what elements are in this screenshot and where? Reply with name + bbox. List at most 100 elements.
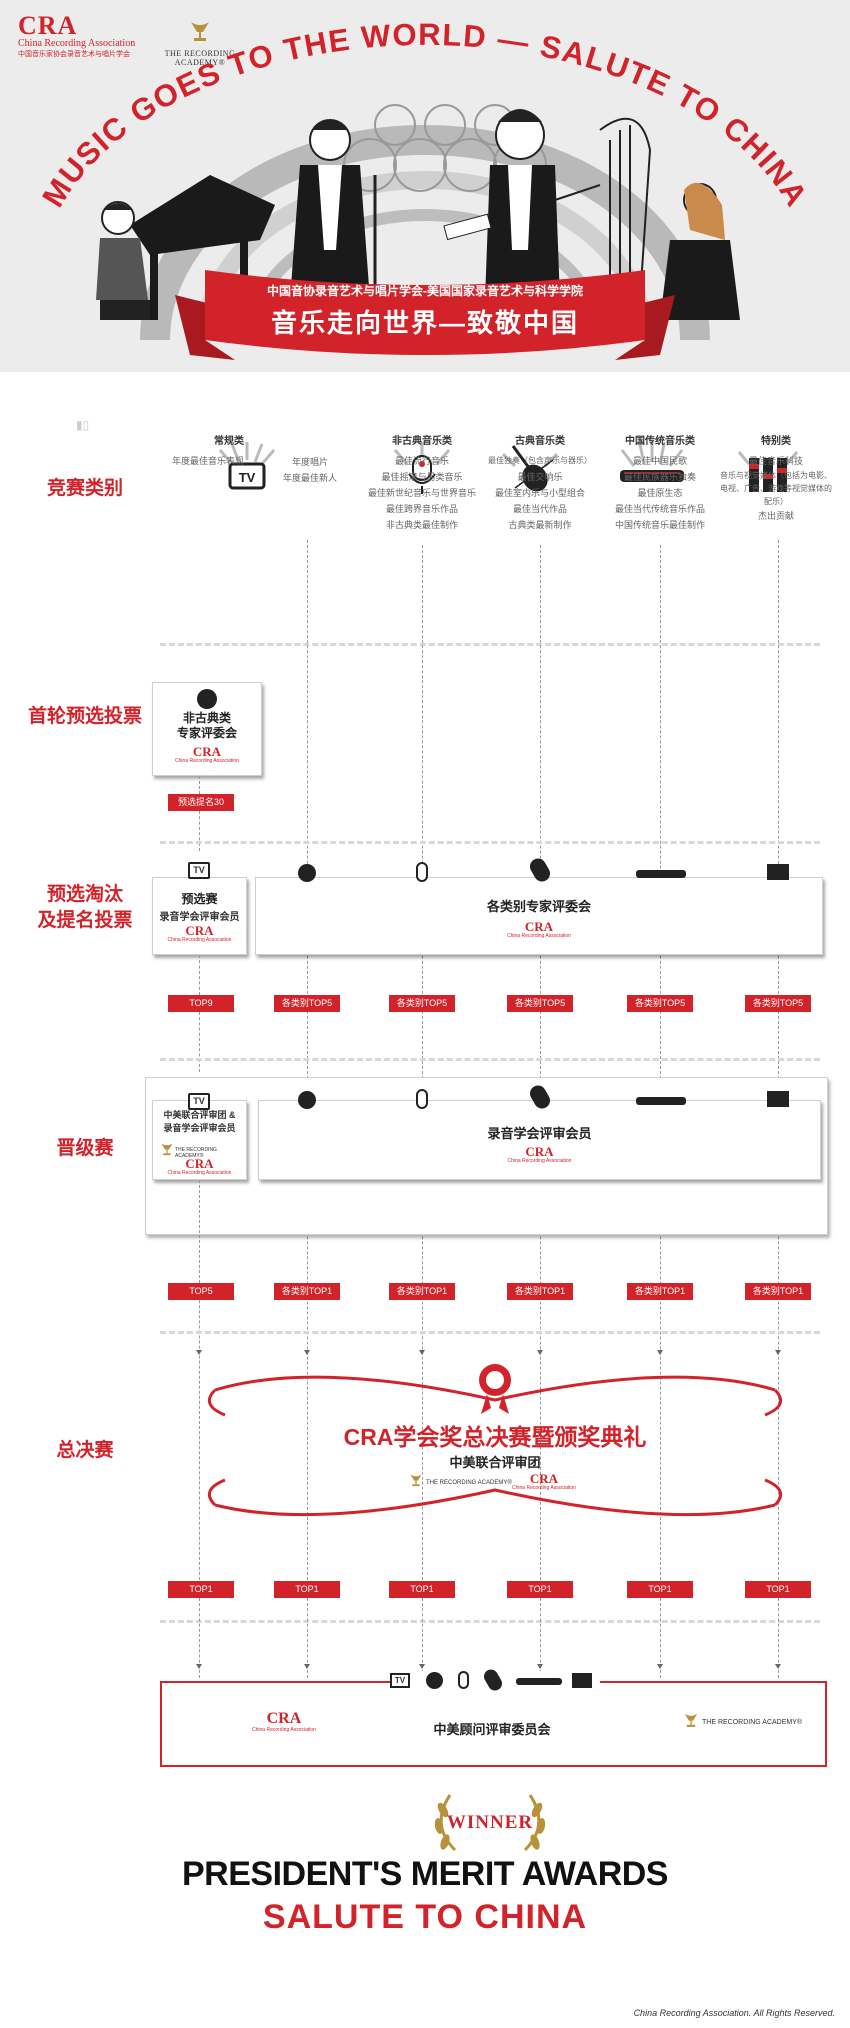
cra-logo-chinese: 中国音乐家协会录音艺术与唱片学会 [18,51,130,58]
tag-final: TOP1 [389,1581,455,1598]
vinyl-icon [298,864,316,882]
tag-elimination: TOP9 [168,995,234,1012]
connector-line [540,1598,541,1678]
cra-mini-abbr: CRA [185,923,214,938]
tag-elimination: 各类别TOP5 [274,995,340,1012]
microphone-icon [458,1671,469,1689]
cra-mini-logo: CRA China Recording Association [153,924,246,943]
svg-text:TV: TV [239,470,256,485]
advisory-icon-strip: TV [390,1666,600,1694]
cra-mini-abbr: CRA [185,1156,214,1171]
category-item: 最佳音乐科技 [748,456,803,466]
tag-elimination: 各类别TOP5 [627,995,693,1012]
arrow-down [196,1664,202,1669]
category-item: 最佳流行音乐 [394,456,449,466]
category-title: 中国传统音乐类 [625,436,695,447]
tv-icon: TV [218,442,276,490]
cra-mini-logo: CRA China Recording Association [153,1157,246,1176]
category-col-traditional: 中国传统音乐类 最佳中国民歌 最佳民族器乐独奏 最佳原生态 最佳当代传统音乐作品… [600,432,720,533]
category-item: 最佳中国民歌 [632,456,687,466]
advance-right-box: 录音学会评审会员 CRA China Recording Association [258,1100,821,1180]
category-item: 最佳摇滚与另类音乐 [381,472,463,482]
divider [160,643,820,646]
cra-mini-en: China Recording Association [167,1170,232,1176]
category-item: 古典类最新制作 [508,520,572,530]
tag-advance: 各类别TOP1 [389,1283,455,1300]
arrow-down [775,1350,781,1355]
category-item: 最佳独奏（包含声乐与器乐） [488,456,592,465]
category-col-regular: 常规类 年度最佳音乐表现 [148,432,268,469]
ra-mini-text: THE RECORDING ACADEMY® [426,1480,512,1486]
hero-banner: CRA China Recording Association 中国音乐家协会录… [0,0,850,372]
conductor-illustration [443,109,601,300]
recording-academy-logo: THE RECORDING ACADEMY® [140,18,260,67]
category-item: 年度最佳音乐表现 [171,456,244,466]
tag-final: TOP1 [507,1581,573,1598]
footer-copyright: China Recording Association. All Rights … [633,2008,835,2018]
tv-icon: TV [188,1093,210,1110]
vinyl-icon [426,1672,443,1689]
harp-illustration [599,117,652,301]
mixer-icon [572,1673,592,1688]
cra-logo-abbr: CRA [18,11,78,40]
category-item: 中国传统音乐最佳制作 [614,520,705,530]
tag-elimination: 各类别TOP5 [507,995,573,1012]
microphone-icon [416,862,428,882]
microphone-icon [393,442,451,494]
advance-left-title: 中美联合评审团 & 录音学会评审会员 [163,1110,236,1133]
arrow-down [304,1350,310,1355]
category-item: 最佳室内乐与小型组合 [494,488,585,498]
cra-mini-abbr: CRA [525,1144,554,1159]
cra-mini-en: China Recording Association [507,933,571,939]
guzheng-icon [636,870,686,878]
arrow-down [304,1664,310,1669]
cra-mini-abbr: CRA [524,919,554,934]
tag-elimination: 各类别TOP5 [745,995,811,1012]
first-vote-box: 非古典类 专家评委会 CRA China Recording Associati… [152,682,262,776]
connector-line [199,1250,200,1590]
connector-line [199,1598,200,1678]
pianist-illustration [96,201,150,320]
tag-final: TOP1 [745,1581,811,1598]
piano-illustration [130,175,275,320]
cra-mini-abbr: CRA [529,1471,559,1486]
category-item: 杰出贡献 [757,511,794,521]
arrow-down [657,1350,663,1355]
row-label-advance: 晋级赛 [56,1138,114,1159]
microphone-icon [416,1089,428,1109]
cra-mini-logo: CRA China Recording Association [512,1472,576,1491]
divider [160,841,820,844]
arrow-down [537,1350,543,1355]
tag-advance: TOP5 [168,1283,234,1300]
tag-final: TOP1 [168,1581,234,1598]
category-col-classical: 古典音乐类 最佳独奏（包含声乐与器乐） 最佳交响乐 最佳室内乐与小型组合 最佳当… [480,432,600,533]
arrow-down [196,1350,202,1355]
laurel-wreath-icon [434,1794,546,1852]
category-title: 常规类 [214,436,244,447]
category-item: 最佳当代传统音乐作品 [614,504,705,514]
elimination-right-title: 各类别专家评委会 [486,899,591,914]
row-label-final: 总决赛 [56,1440,114,1461]
connector-line [778,540,779,1590]
gramophone-icon [682,1711,700,1729]
category-col-special: 特别类 最佳音乐科技 音乐与视觉媒体（包括为电影、电视、广告、游戏等视觉媒体的配… [718,432,834,524]
category-title: 古典音乐类 [515,436,565,447]
gramophone-icon [408,1472,424,1488]
cra-logo: CRA China Recording Association 中国音乐家协会录… [18,11,135,59]
gramophone-icon [159,1141,175,1157]
tag-advance: 各类别TOP1 [627,1283,693,1300]
connector-line [199,1012,200,1072]
winner-line-2: SALUTE TO CHINA [262,1898,588,1936]
final-subtitle: 中美联合评审团 [449,1455,541,1470]
connector-line [778,1598,779,1678]
category-col-nonclassical: 非古典音乐类 最佳流行音乐 最佳摇滚与另类音乐 最佳新世纪音乐与世界音乐 最佳跨… [362,432,482,533]
advance-left-box: 中美联合评审团 & 录音学会评审会员 THE RECORDING ACADEMY… [152,1100,247,1180]
category-item: 最佳当代作品 [512,504,567,514]
row-label-elimination: 预选淘汰 及提名投票 [37,884,133,931]
tv-icon: TV [390,1673,410,1688]
arrow-down [419,1350,425,1355]
cra-mini-en: China Recording Association [507,1158,572,1164]
hero-ribbon [175,270,675,360]
category-title: 特别类 [761,436,791,447]
ra-mini-text: THE RECORDING ACADEMY® [702,1719,803,1726]
